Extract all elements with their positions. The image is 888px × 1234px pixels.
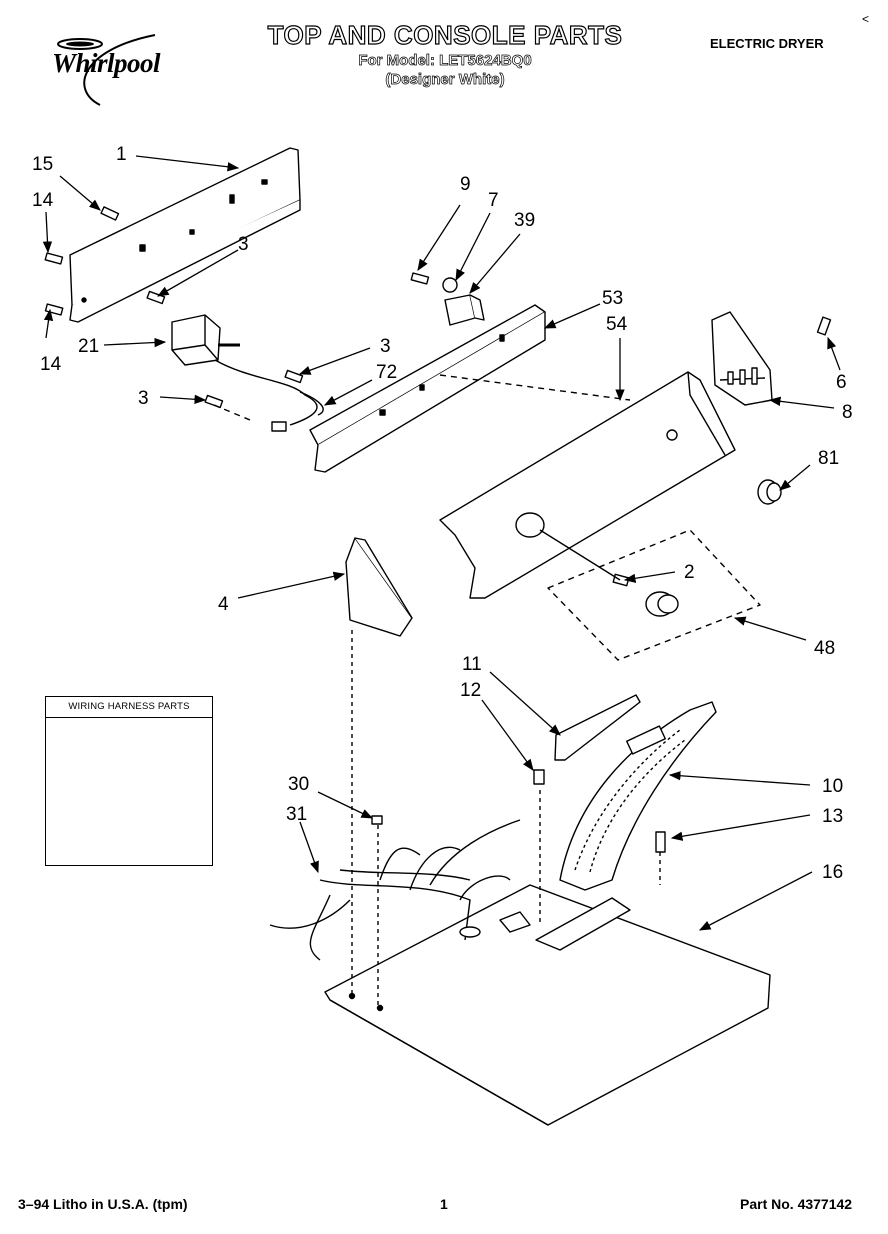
callout-12: 12 — [460, 680, 481, 701]
callout-54: 54 — [606, 314, 628, 335]
callout-15: 15 — [32, 154, 53, 175]
clip-part — [442, 277, 458, 293]
callout-14-top: 14 — [32, 190, 54, 211]
whirlpool-logo — [57, 34, 156, 106]
part-number: Part No. 4377142 — [740, 1196, 853, 1212]
rear-bracket-part — [69, 147, 301, 323]
callout-31: 31 — [286, 804, 307, 825]
knob-part — [757, 479, 782, 505]
left-end-cap-part — [345, 537, 413, 637]
callout-72: 72 — [376, 362, 397, 383]
screw-part-15 — [100, 206, 120, 221]
lint-screen-part — [554, 694, 641, 761]
wiring-harness-inset: WIRING HARNESS PARTS — [45, 696, 213, 866]
end-cap-part — [711, 311, 773, 406]
console-panel-part — [439, 371, 736, 599]
screw-part-6 — [816, 316, 832, 336]
callout-53: 53 — [602, 288, 623, 309]
screw-part-14a — [44, 252, 64, 265]
dryer-top-part — [324, 884, 771, 1126]
callout-39: 39 — [514, 210, 535, 231]
inset-title: WIRING HARNESS PARTS — [46, 697, 212, 718]
callout-14-bottom: 14 — [40, 354, 62, 375]
brand-wordmark: Whirlpool — [52, 48, 161, 78]
model-edition: (Designer White) — [385, 71, 505, 89]
control-knob-assembly-part — [547, 529, 761, 661]
lint-chute-part — [559, 701, 717, 891]
callout-1: 1 — [116, 144, 127, 165]
screw-part-3b — [284, 369, 304, 384]
callout-3-lower: 3 — [138, 388, 149, 409]
callout-4: 4 — [218, 594, 229, 615]
wire-harness-small-part — [214, 359, 324, 432]
page-number: 1 — [440, 1196, 448, 1212]
callout-2: 2 — [684, 562, 695, 583]
callout-11: 11 — [462, 654, 482, 675]
callout-6: 6 — [836, 372, 847, 393]
product-type: ELECTRIC DRYER — [710, 36, 824, 51]
callout-8: 8 — [842, 402, 853, 423]
console-bracket-part — [309, 304, 546, 473]
callout-13: 13 — [822, 806, 843, 827]
callout-3-bracket: 3 — [238, 234, 249, 255]
callout-30: 30 — [288, 774, 309, 795]
model-number: For Model: LET5624BQ0 — [358, 52, 532, 70]
callout-16: 16 — [822, 862, 843, 883]
callout-48: 48 — [814, 638, 835, 659]
callout-7: 7 — [488, 190, 499, 211]
page-title: TOP AND CONSOLE PARTS — [267, 19, 623, 50]
timer-part — [171, 314, 240, 366]
clip-part-12 — [533, 769, 545, 785]
main-wire-harness-part — [269, 815, 521, 961]
callout-21: 21 — [78, 336, 99, 357]
corner-mark: < — [862, 12, 870, 26]
callout-10: 10 — [822, 776, 843, 797]
switch-part — [444, 294, 485, 326]
callout-3-timer: 3 — [380, 336, 391, 357]
screw-part-3c — [204, 394, 224, 409]
screw-part-14b — [44, 303, 64, 316]
litho-note: 3–94 Litho in U.S.A. (tpm) — [18, 1196, 188, 1212]
callout-9: 9 — [460, 174, 471, 195]
screw-part-13 — [655, 831, 666, 853]
callout-81: 81 — [818, 448, 839, 469]
screw-part-9 — [410, 272, 430, 285]
